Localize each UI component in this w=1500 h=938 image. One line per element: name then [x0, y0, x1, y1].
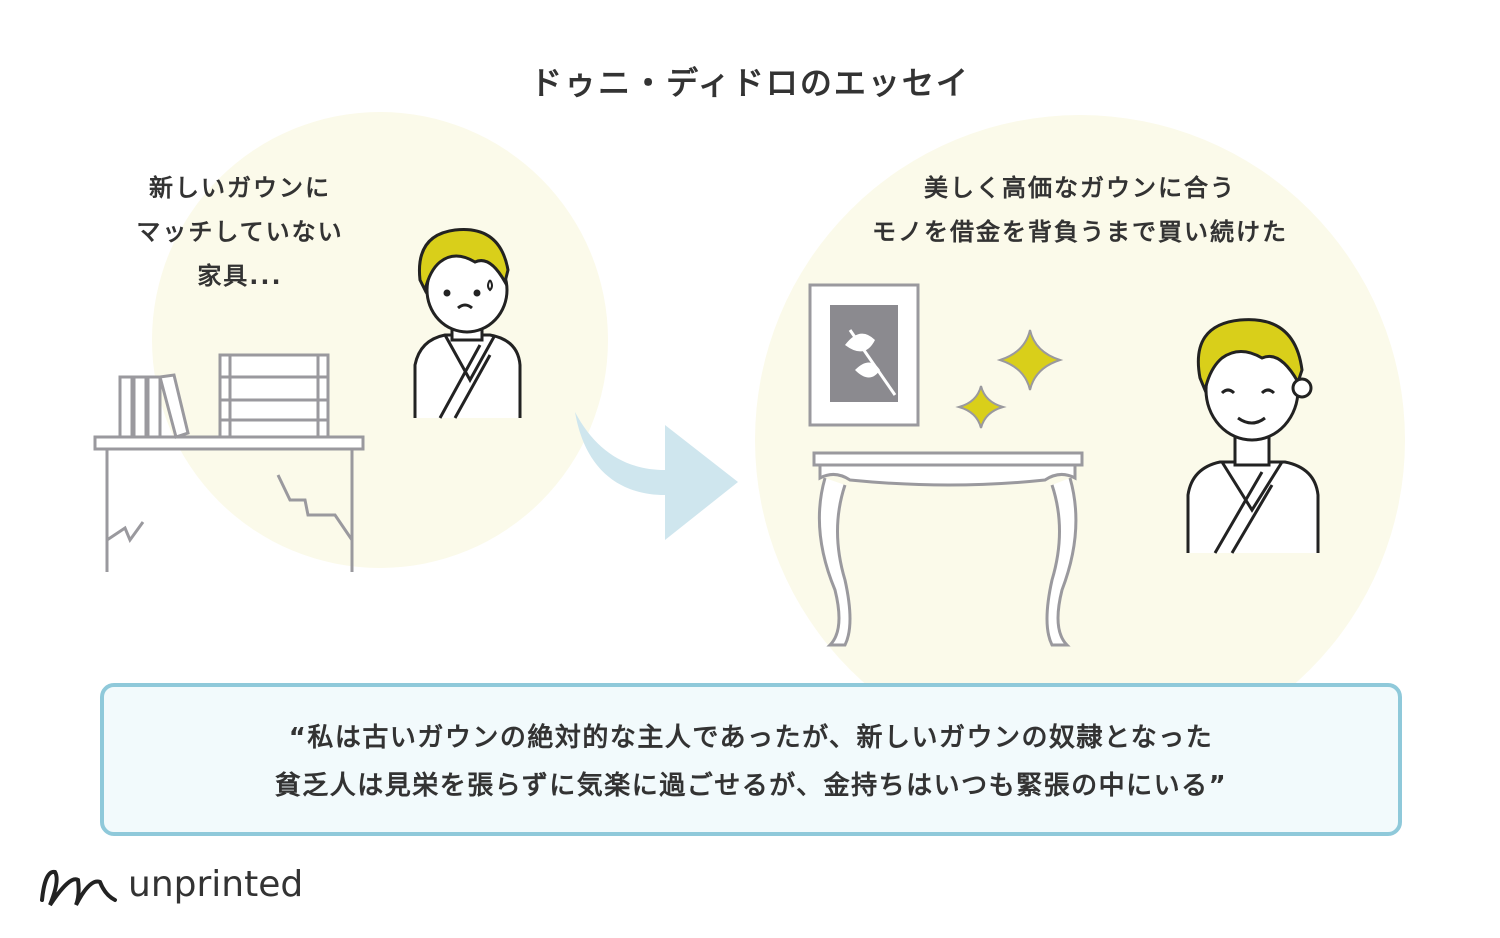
after-caption: 美しく高価なガウンに合う モノを借金を背負うまで買い続けた — [830, 166, 1330, 254]
worried-man — [413, 228, 522, 419]
sparkle-icon — [955, 329, 1064, 429]
caption-line: モノを借金を背負うまで買い続けた — [872, 218, 1288, 246]
quote-box: “私は古いガウンの絶対的な主人であったが、新しいガウンの奴隷となった 貧乏人は見… — [100, 683, 1402, 836]
page-title: ドゥニ・ディドロのエッセイ — [530, 64, 970, 102]
caption-line: 新しいガウンに — [149, 174, 331, 202]
old-desk — [93, 353, 365, 572]
right-background-circle — [755, 115, 1405, 765]
picture-frame — [808, 283, 920, 427]
caption-line: 美しく高価なガウンに合う — [924, 174, 1236, 202]
antique-table — [812, 451, 1084, 647]
caption-line: マッチしていない — [136, 218, 344, 246]
quote-line: “私は古いガウンの絶対的な主人であったが、新しいガウンの奴隷となった — [288, 723, 1214, 753]
left-background-circle — [152, 112, 608, 568]
before-caption: 新しいガウンに マッチしていない 家具... — [90, 166, 390, 298]
quote-line: 貧乏人は見栄を張らずに気楽に過ごせるが、金持ちはいつも緊張の中にいる” — [274, 771, 1228, 801]
arrow-icon — [575, 412, 738, 540]
happy-man — [1186, 318, 1320, 554]
logo-mark — [40, 869, 117, 907]
caption-line: 家具... — [197, 262, 283, 290]
logo-text: unprinted — [128, 864, 304, 905]
